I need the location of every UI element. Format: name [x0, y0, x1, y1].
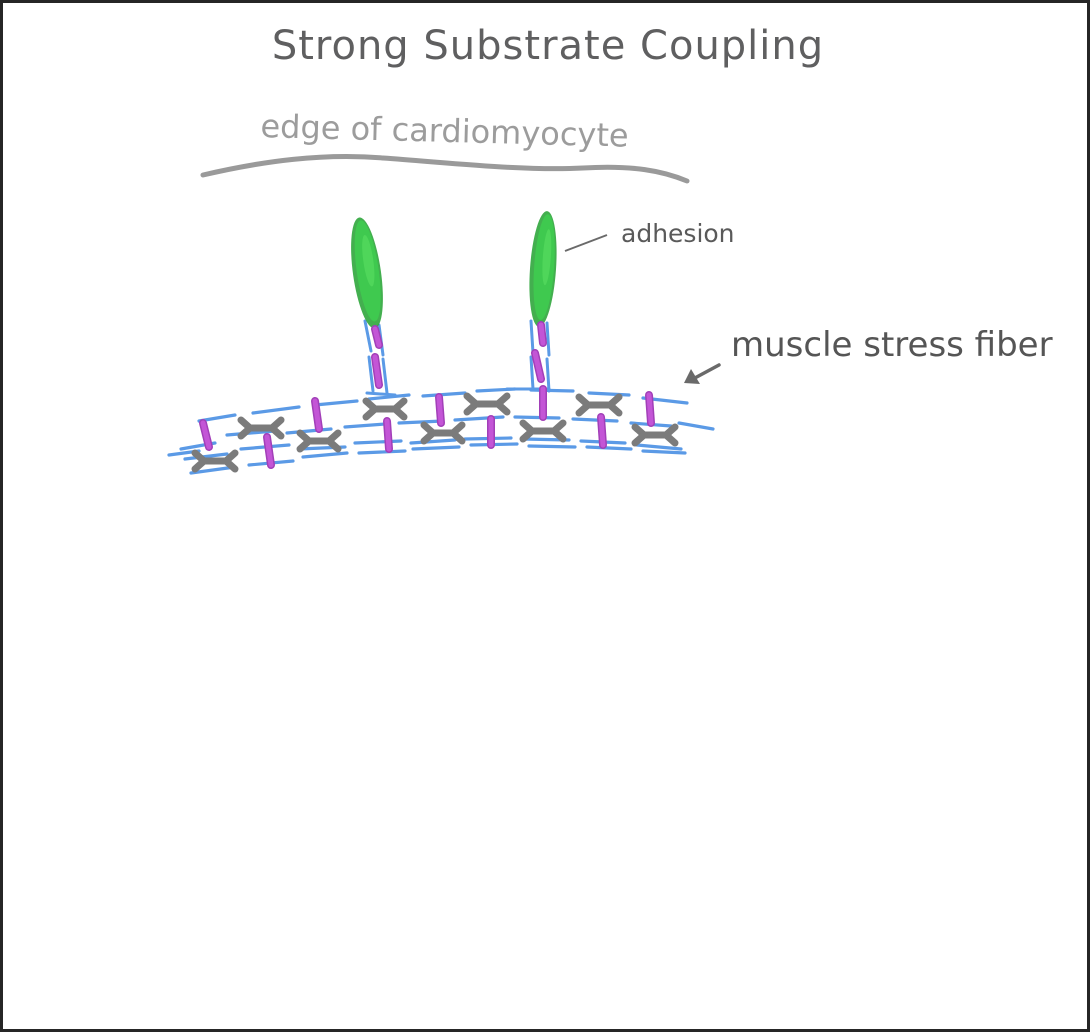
actin-filament	[301, 451, 349, 459]
actin-filament	[475, 387, 517, 393]
tether-actin-filament	[545, 321, 551, 357]
tether-actin-filament	[367, 355, 375, 393]
myosin-filaments	[191, 392, 679, 473]
crosslinker-rod-icon	[371, 325, 383, 349]
actin-filament	[411, 445, 461, 451]
crosslinker-rod-icon	[597, 413, 607, 449]
actin-filament	[527, 444, 577, 449]
tether-actin-filament	[363, 319, 373, 353]
adhesion-pointer-line	[564, 234, 608, 252]
cell-edge-line	[200, 154, 690, 184]
actin-filament	[225, 429, 277, 437]
myosin-filament-icon	[463, 392, 511, 416]
adhesion-blob-right-icon	[529, 211, 557, 327]
actin-filament	[585, 445, 633, 451]
tether-actin-filament	[365, 391, 397, 397]
tether-actin-filament	[381, 357, 389, 395]
myosin-filament-icon	[519, 419, 567, 443]
crosslinker-rod-icon	[645, 391, 655, 427]
actin-filament	[409, 438, 457, 445]
adhesions	[351, 211, 557, 329]
actin-filament	[189, 465, 237, 475]
myosin-filament-icon	[191, 449, 239, 473]
crosslinker-rod-icon	[263, 433, 275, 469]
adhesion-tethers	[363, 319, 551, 397]
actin-filament	[397, 419, 445, 425]
actin-filament	[367, 393, 411, 401]
actin-filament	[453, 415, 505, 422]
crosslinker-rod-icon	[537, 321, 547, 347]
actin-filament	[635, 443, 683, 451]
actin-filament	[529, 388, 575, 393]
crosslinker-rod-icon	[531, 349, 545, 383]
myosin-filament-icon	[237, 416, 285, 440]
crosslinker-rod-icon	[199, 419, 213, 451]
myosin-filament-icon	[362, 397, 408, 421]
adhesion-label: adhesion	[621, 219, 735, 248]
tether-actin-filament	[529, 355, 535, 391]
actin-filament	[571, 417, 619, 423]
fiber-pointer-arrow-icon	[684, 363, 721, 384]
actin-filament	[251, 405, 301, 415]
tether-actin-filament	[545, 357, 551, 393]
actin-filament	[357, 449, 407, 455]
crosslinker-rod-icon	[371, 353, 383, 389]
adhesion-blob-left-icon	[351, 217, 383, 329]
myosin-filament-icon	[631, 423, 679, 447]
page-title: Strong Substrate Coupling	[271, 23, 825, 69]
actin-filament	[587, 391, 631, 397]
crosslinker-rod-icon	[311, 397, 323, 433]
actin-filament	[343, 422, 387, 429]
myosin-filament-icon	[296, 429, 342, 453]
actin-filament	[641, 449, 687, 455]
muscle-stress-fiber-label: muscle stress fiber	[731, 325, 1053, 365]
actin-filament	[353, 439, 403, 445]
actin-filament	[285, 427, 333, 435]
actin-filament	[313, 399, 359, 407]
myosin-filament-icon	[420, 421, 466, 445]
actin-filament	[421, 391, 467, 398]
actin-filament	[183, 452, 229, 461]
myosin-filament-icon	[575, 393, 623, 417]
crosslinker-rod-icon	[435, 393, 445, 427]
actin-filament	[677, 421, 715, 431]
tether-actin-filament	[529, 319, 535, 355]
stress-fiber-diagram	[167, 154, 721, 475]
crosslinker-rods	[199, 321, 655, 469]
crosslinker-rod-icon	[383, 417, 393, 453]
actin-filament	[513, 415, 561, 420]
